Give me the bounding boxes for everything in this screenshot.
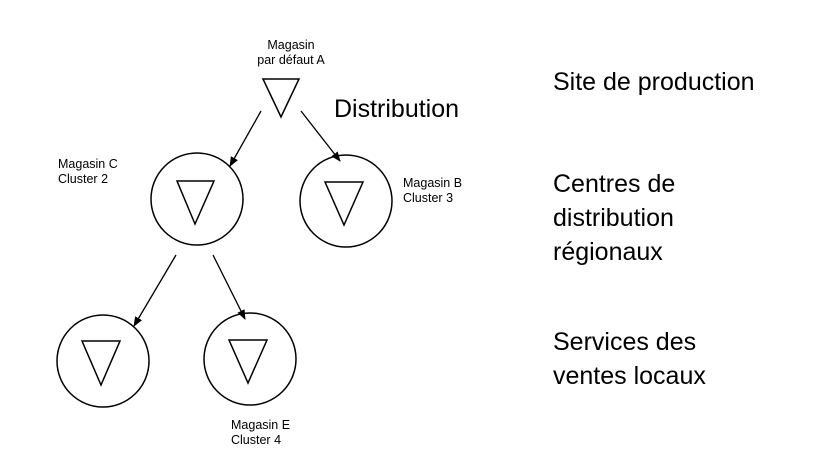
level-production-label: Site de production	[553, 68, 755, 96]
arrow-a-to-c	[229, 110, 262, 167]
store-d-triangle-icon	[80, 340, 122, 387]
store-c-circle	[150, 152, 244, 246]
store-a-triangle-icon	[261, 78, 301, 119]
store-e-label: Magasin E Cluster 4	[231, 418, 291, 447]
store-b-triangle-icon	[323, 181, 365, 227]
store-e-triangle-icon	[227, 339, 269, 385]
store-e-circle	[203, 312, 297, 406]
store-b-circle	[299, 154, 393, 248]
arrow-c-to-e	[212, 254, 246, 320]
store-c-triangle-icon	[175, 180, 216, 226]
store-c-label: Magasin C Cluster 2	[58, 157, 118, 186]
arrow-a-to-b	[300, 110, 341, 162]
level-local-label: Services des ventes locaux	[553, 328, 706, 390]
store-a-label: Magasin par défaut A	[257, 38, 325, 67]
arrow-c-to-d	[133, 254, 177, 327]
distribution-label: Distribution	[334, 95, 460, 123]
store-d-circle	[56, 314, 150, 408]
level-regional-label: Centres de distribution régionaux	[553, 170, 676, 266]
store-b-label: Magasin B Cluster 3	[403, 176, 463, 205]
